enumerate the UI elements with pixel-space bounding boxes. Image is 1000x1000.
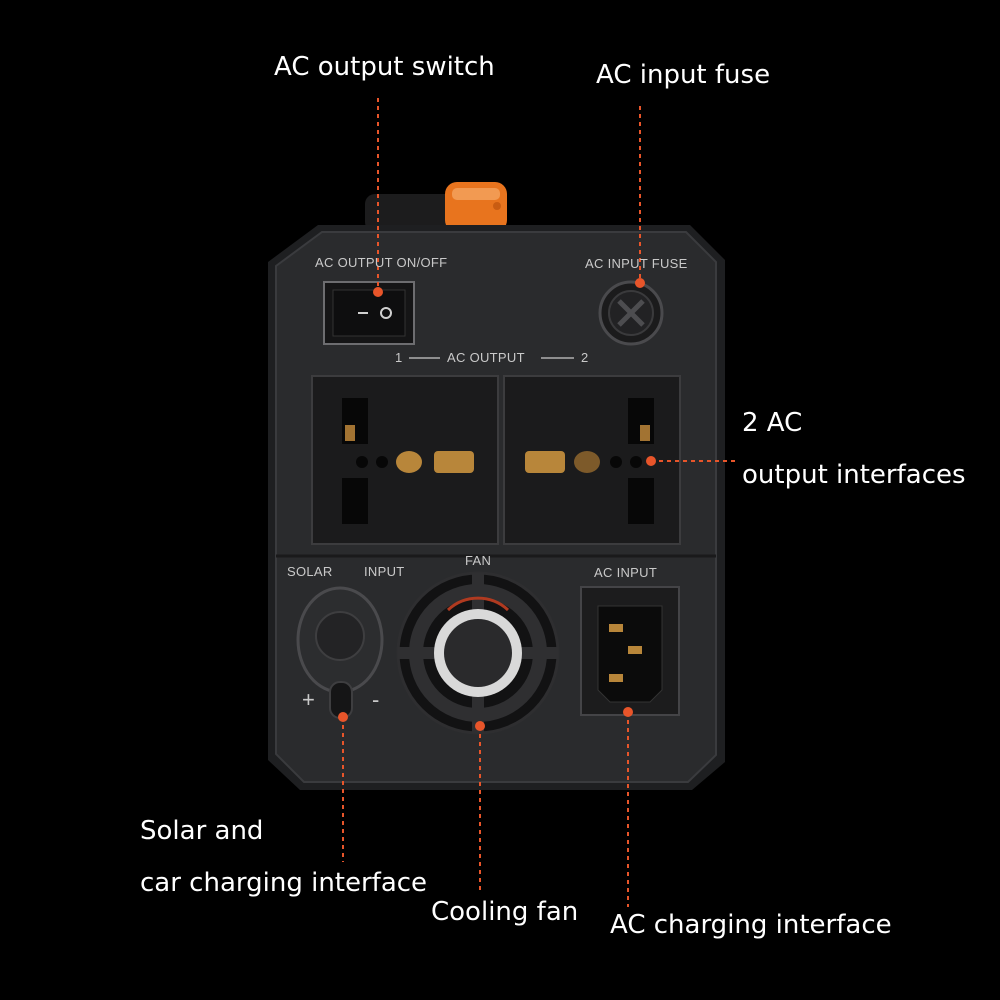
- panel-label-ac-output-num1: 1: [395, 350, 403, 365]
- panel-label-fan: FAN: [465, 553, 492, 568]
- panel-label-input: INPUT: [364, 564, 405, 579]
- ac-input-fuse[interactable]: [598, 280, 664, 346]
- callout-ac-output-interfaces-line2: output interfaces: [742, 460, 966, 490]
- ac-socket-1[interactable]: [311, 375, 499, 545]
- callout-solar-line1: Solar and: [140, 816, 264, 846]
- ac-socket-2[interactable]: [503, 375, 681, 545]
- callout-ac-input-fuse: AC input fuse: [596, 60, 771, 90]
- ac-output-switch[interactable]: [323, 281, 415, 345]
- cooling-fan: [396, 571, 560, 735]
- callout-ac-output-switch: AC output switch: [274, 52, 495, 82]
- panel-label-ac-output-num2: 2: [581, 350, 589, 365]
- callout-solar-line2: car charging interface: [140, 868, 428, 898]
- callout-lines: [342, 98, 738, 907]
- panel-label-plus: +: [302, 687, 316, 712]
- panel-label-ac-output: AC OUTPUT: [447, 350, 525, 365]
- callout-cooling-fan: Cooling fan: [431, 897, 579, 927]
- callout-dots: [338, 278, 656, 731]
- panel-label-ac-input: AC INPUT: [594, 565, 658, 580]
- callout-ac-output-interfaces-line1: 2 AC: [742, 408, 803, 438]
- ac-input-port[interactable]: [580, 586, 680, 716]
- panel-label-solar: SOLAR: [287, 564, 333, 579]
- solar-car-input-port[interactable]: [296, 586, 384, 719]
- panel-label-ac-input-fuse: AC INPUT FUSE: [585, 256, 688, 271]
- top-knob: [365, 182, 507, 232]
- panel-label-minus: -: [372, 687, 380, 712]
- callout-ac-charging-interface: AC charging interface: [610, 910, 892, 940]
- panel-label-ac-output-onoff: AC OUTPUT ON/OFF: [315, 255, 448, 270]
